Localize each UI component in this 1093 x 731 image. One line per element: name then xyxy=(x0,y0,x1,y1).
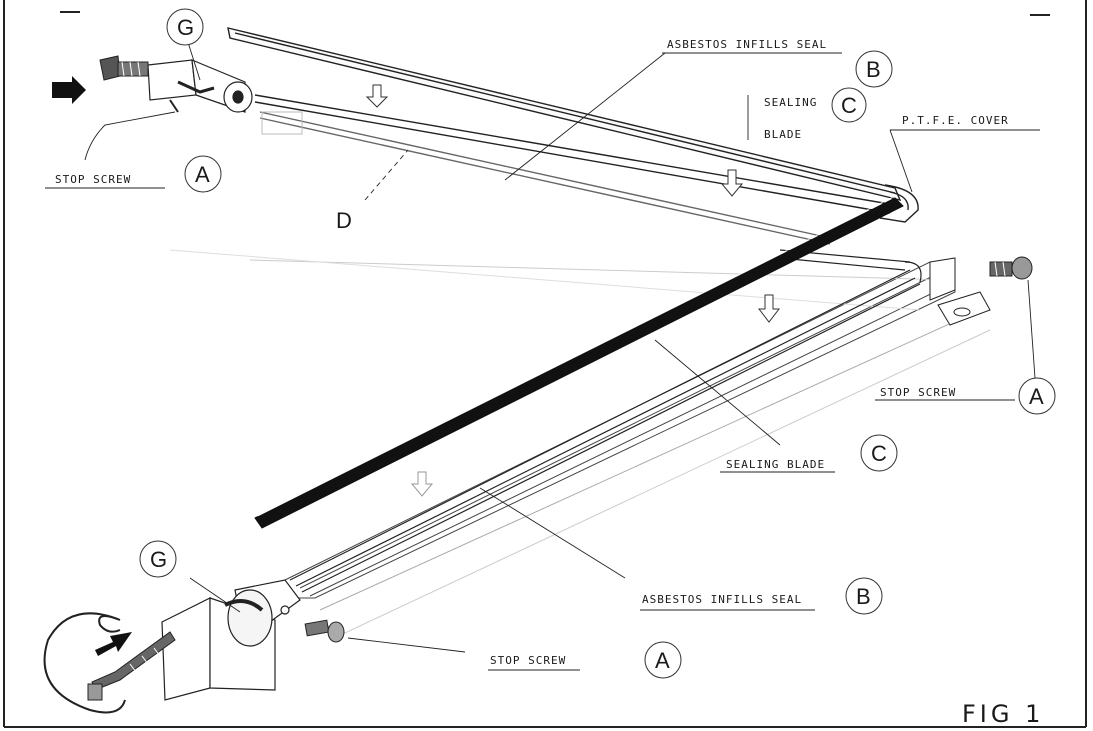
callout-d: D xyxy=(336,208,352,233)
callout-a-right: A xyxy=(1029,384,1044,409)
label-asbestos-bottom: ASBESTOS INFILLS SEAL xyxy=(642,593,802,606)
bottom-arrow xyxy=(95,632,132,656)
label-stop-screw-right: STOP SCREW xyxy=(880,386,956,399)
callout-a-bottom: A xyxy=(655,648,670,673)
callout-c-top: C xyxy=(841,93,857,118)
right-corner-block xyxy=(929,257,991,326)
top-left-thread xyxy=(99,55,149,81)
callout-a-left: A xyxy=(195,162,210,187)
callout-g-top: G xyxy=(177,15,194,40)
label-asbestos-top: ASBESTOS INFILLS SEAL xyxy=(667,38,827,51)
figure-label: FIG 1 xyxy=(962,700,1044,728)
label-stop-screw-left: STOP SCREW xyxy=(55,173,131,186)
label-blade-top: BLADE xyxy=(764,128,802,141)
label-stop-screw-bottom: STOP SCREW xyxy=(490,654,566,667)
callout-circles xyxy=(139,8,1056,679)
top-left-block-ghost xyxy=(261,111,303,135)
right-stop-screw-part xyxy=(989,256,1033,280)
bottom-left-clamp xyxy=(161,579,301,701)
label-sealing-top: SEALING xyxy=(764,96,817,109)
callout-b-bottom: B xyxy=(856,584,871,609)
callout-c-mid: C xyxy=(871,441,887,466)
bottom-handle-loop xyxy=(43,612,126,714)
lower-rail xyxy=(289,249,922,593)
bottom-stop-screw-part xyxy=(304,619,345,643)
direction-arrows xyxy=(365,84,781,497)
leader-lines xyxy=(45,35,1040,671)
label-sealing-blade: SEALING BLADE xyxy=(726,458,825,471)
top-left-arrow xyxy=(52,76,86,104)
callout-g-bottom: G xyxy=(150,547,167,572)
label-ptfe-cover: P.T.F.E. COVER xyxy=(902,114,1009,127)
callout-b-top: B xyxy=(866,57,881,82)
upper-rail xyxy=(227,27,919,245)
bottom-thread xyxy=(87,631,176,701)
sealing-blade xyxy=(254,196,904,529)
drawing-border xyxy=(3,0,1087,728)
top-left-clamp xyxy=(147,59,253,113)
